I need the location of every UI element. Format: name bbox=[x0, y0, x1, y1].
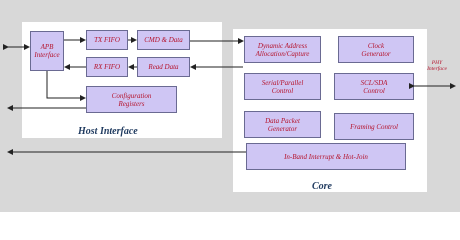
dynamic-address-block: Dynamic Address Allocation/Capture bbox=[244, 36, 321, 63]
data-packet-generator-label: Data Packet Generator bbox=[265, 116, 300, 133]
apb-interface-label: APB Interface bbox=[34, 43, 60, 59]
framing-control-label: Framing Control bbox=[350, 122, 398, 131]
phy-interface-label: PHY Interface bbox=[427, 60, 447, 72]
clock-generator-label: Clock Generator bbox=[361, 41, 391, 58]
tx-fifo-block: TX FIFO bbox=[86, 30, 128, 50]
in-band-interrupt-label: In-Band Interrupt & Hot-Join bbox=[284, 152, 368, 161]
apb-interface-block: APB Interface bbox=[30, 31, 64, 71]
dynamic-address-label: Dynamic Address Allocation/Capture bbox=[255, 41, 310, 58]
clock-generator-block: Clock Generator bbox=[338, 36, 414, 63]
read-data-label: Read Data bbox=[148, 63, 179, 71]
cmd-data-block: CMD & Data bbox=[137, 30, 190, 50]
rx-fifo-block: RX FIFO bbox=[86, 57, 128, 77]
apb-to-config-arrow bbox=[46, 71, 86, 101]
scl-sda-control-block: SCL/SDA Control bbox=[334, 73, 414, 100]
configuration-registers-label: Configuration Registers bbox=[111, 91, 152, 108]
rx-fifo-label: RX FIFO bbox=[93, 63, 121, 71]
cmd-data-label: CMD & Data bbox=[144, 36, 183, 44]
read-data-block: Read Data bbox=[137, 57, 190, 77]
serial-parallel-control-label: Serial/Parallel Control bbox=[261, 78, 304, 95]
framing-control-block: Framing Control bbox=[334, 113, 414, 140]
data-packet-generator-block: Data Packet Generator bbox=[244, 111, 321, 138]
configuration-registers-block: Configuration Registers bbox=[86, 86, 177, 113]
connector-lines bbox=[3, 37, 456, 155]
host-interface-title: Host Interface bbox=[78, 126, 138, 137]
scl-sda-control-label: SCL/SDA Control bbox=[360, 78, 388, 95]
block-diagram: Host Interface Core APB Interface TX FIF… bbox=[0, 0, 460, 212]
serial-parallel-control-block: Serial/Parallel Control bbox=[244, 73, 321, 100]
in-band-interrupt-block: In-Band Interrupt & Hot-Join bbox=[246, 143, 406, 170]
tx-fifo-label: TX FIFO bbox=[94, 36, 120, 44]
core-title: Core bbox=[312, 181, 332, 192]
